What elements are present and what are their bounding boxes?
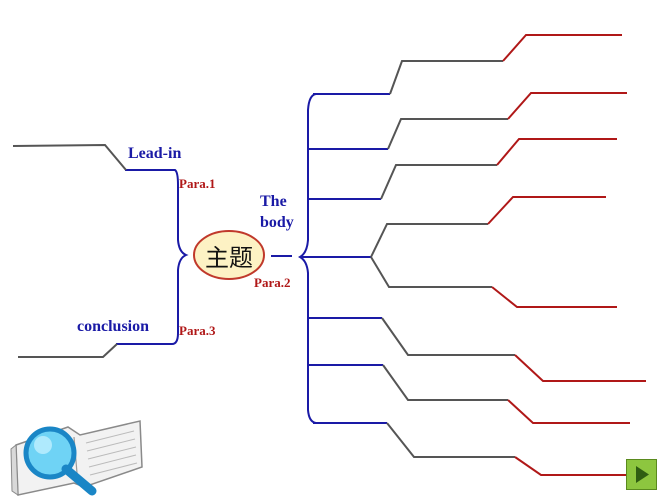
body-label: The body [260,191,294,233]
lead-in-label: Lead-in [128,145,182,162]
para2-label: Para.2 [254,275,291,290]
para3-label: Para.3 [179,323,216,338]
right-brace [297,93,317,424]
body-branches [300,93,390,424]
conclusion-label: conclusion [77,318,150,335]
para1-label: Para.1 [179,176,216,191]
topic-ellipse [193,230,265,280]
body-label-line2: body [260,214,294,231]
leaf-lines [487,34,646,476]
left-brace [116,169,189,345]
conclusion-connector [18,343,118,358]
open-book-magnifier-icon [10,420,143,496]
topic-label: 主题 [205,243,253,272]
sub-branches [370,60,515,458]
lead-in-connector [12,143,127,171]
next-arrow-icon[interactable] [626,459,657,490]
body-label-line1: The [260,193,287,210]
